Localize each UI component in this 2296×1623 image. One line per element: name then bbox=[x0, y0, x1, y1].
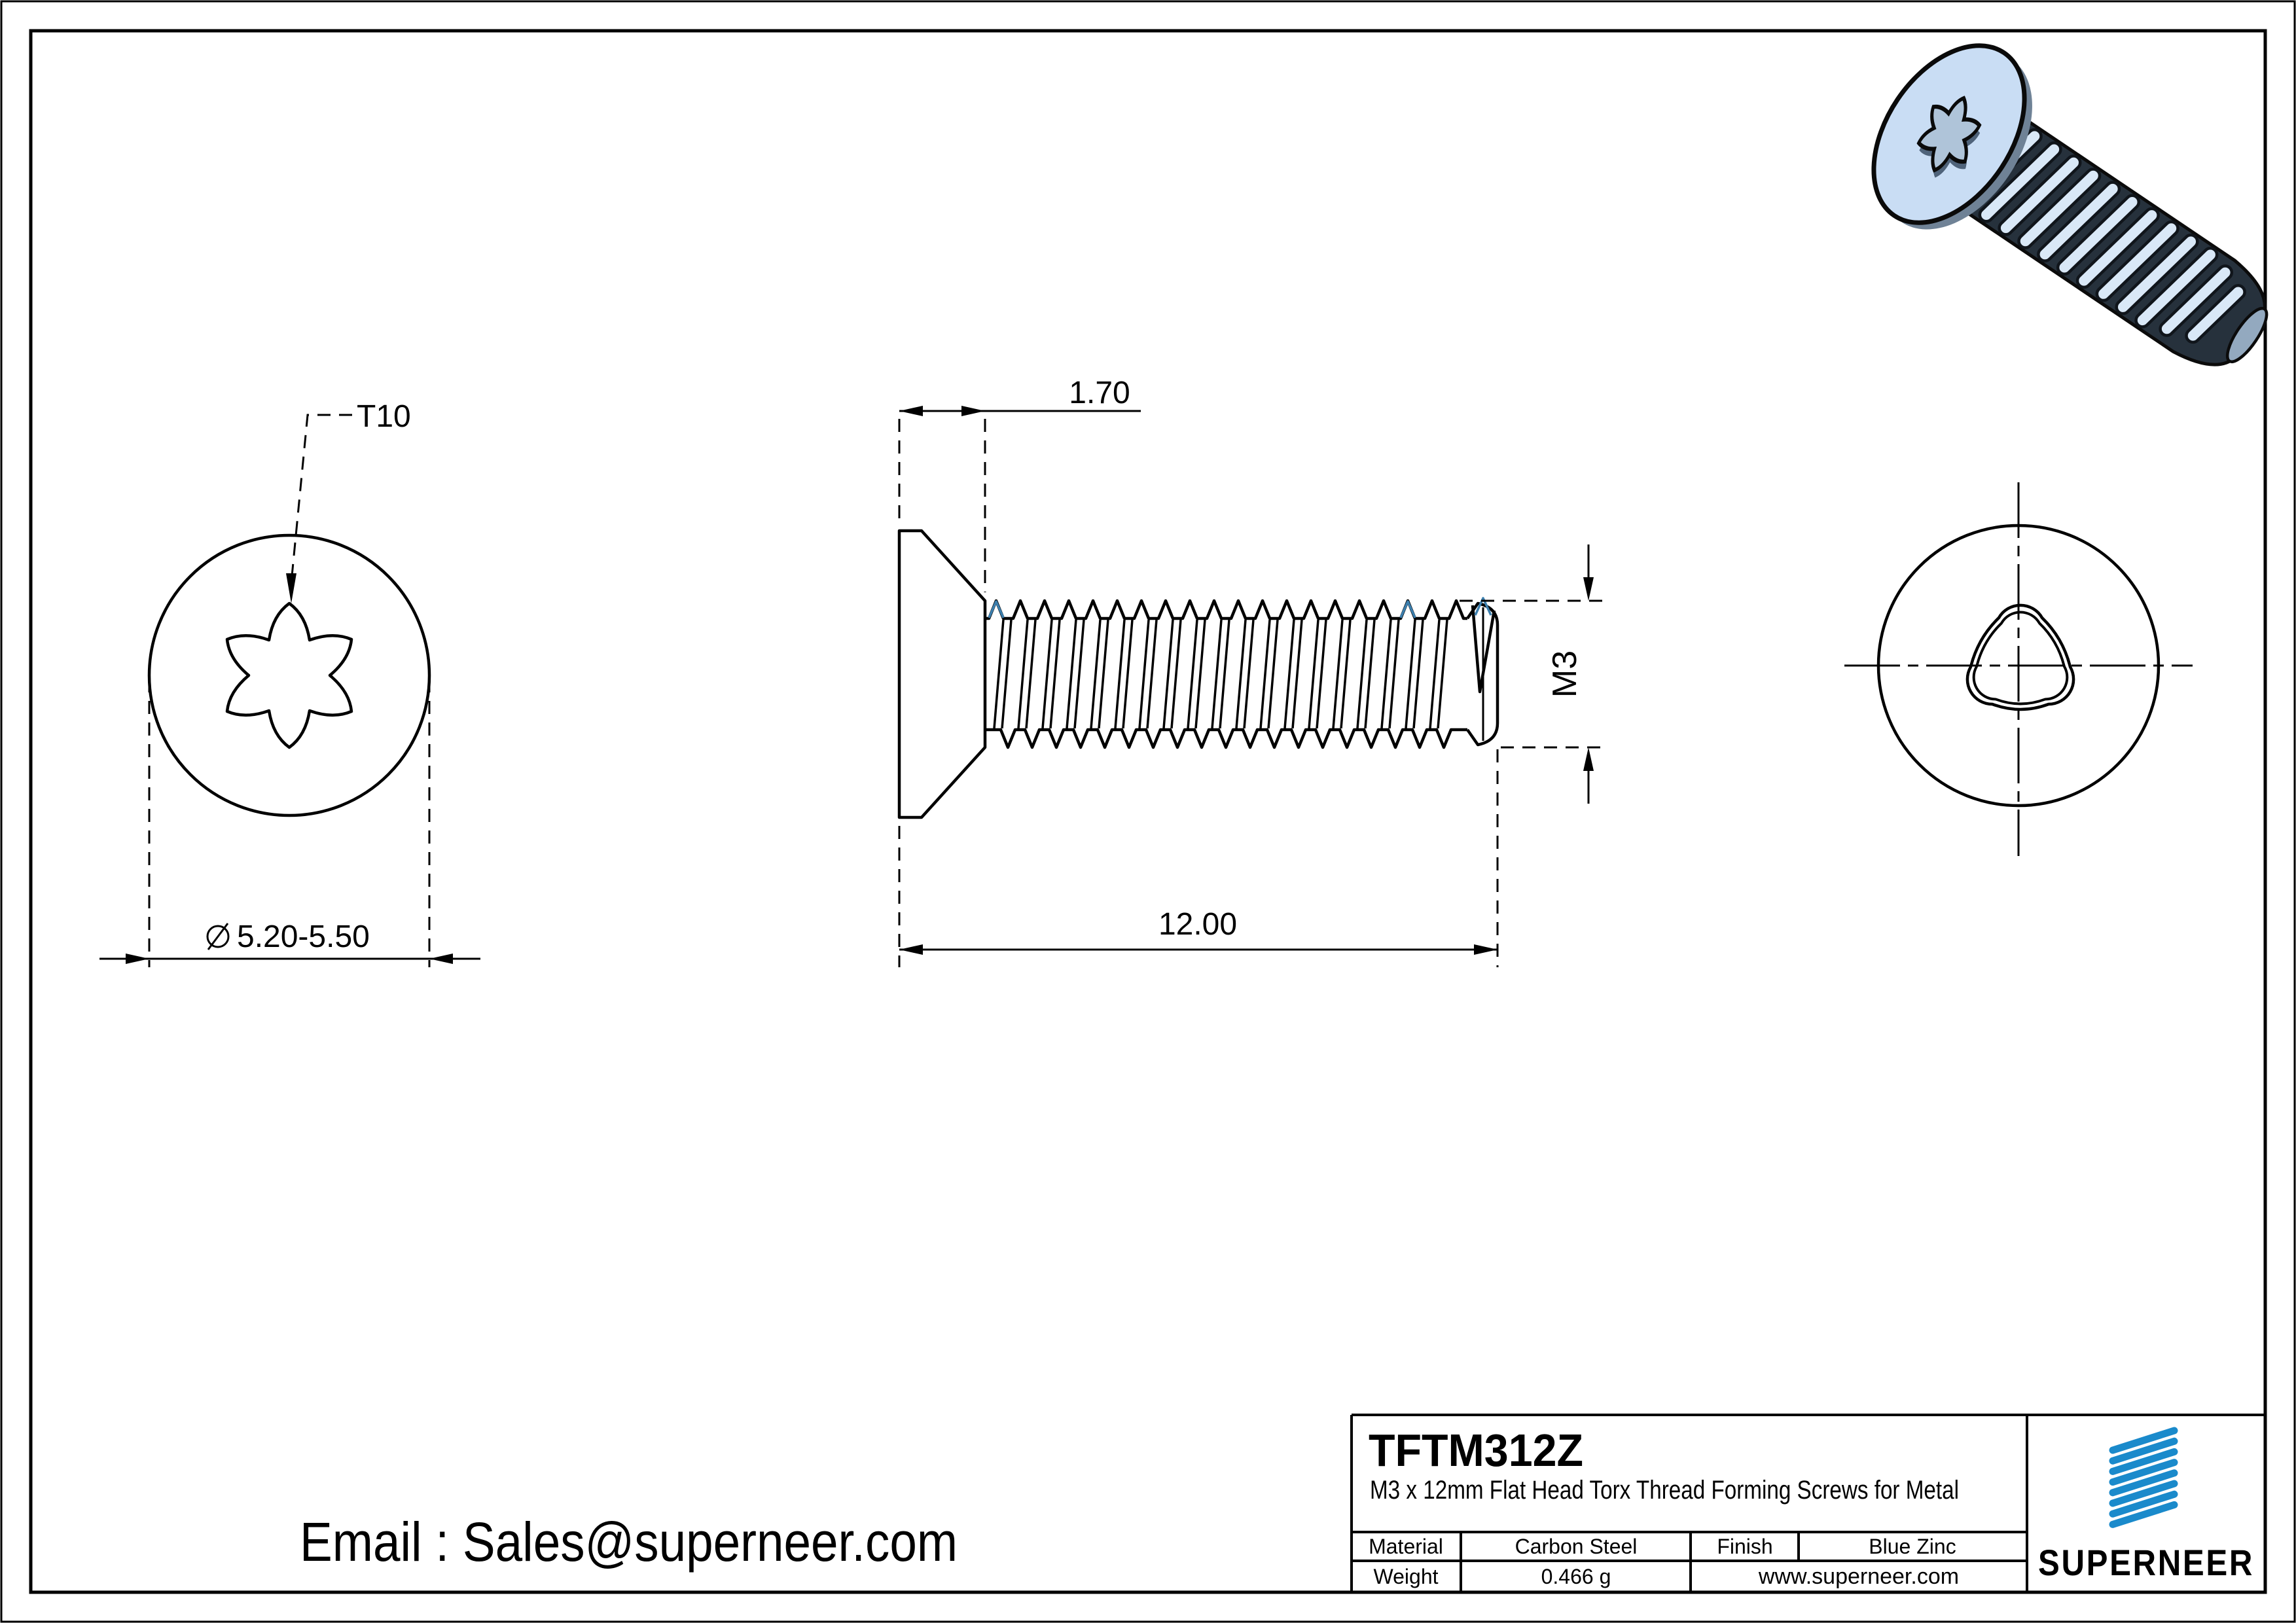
shank-outline-circle bbox=[1876, 524, 2161, 808]
head-height-extension-lines bbox=[898, 419, 986, 592]
diameter-extension-lines bbox=[148, 679, 431, 967]
material-label: Material bbox=[1369, 1535, 1443, 1558]
contact-email: Email : Sales@superneer.com bbox=[300, 1511, 958, 1573]
logo-stripe bbox=[2109, 1437, 2178, 1465]
finish-value: Blue Zinc bbox=[1869, 1535, 1956, 1558]
superneer-logo-icon bbox=[2109, 1427, 2178, 1528]
drive-size-label: T10 bbox=[357, 399, 411, 434]
head-height-value: 1.70 bbox=[1069, 376, 1130, 410]
screw-3d-thread-band bbox=[2037, 181, 2121, 262]
end-view-trilobular bbox=[1844, 482, 2193, 856]
part-number: TFTM312Z bbox=[1369, 1425, 1583, 1476]
screw-3d-thread-band bbox=[2185, 283, 2246, 344]
screw-3d-thread-band bbox=[2134, 247, 2219, 329]
screw-3d-thread-band bbox=[2115, 233, 2199, 315]
countersunk-head-profile bbox=[897, 529, 987, 819]
screw-3d-thread-band bbox=[2159, 264, 2234, 337]
drawing-frame bbox=[29, 29, 2267, 1594]
logo-stripe bbox=[2109, 1490, 2178, 1518]
logo-stripe bbox=[2109, 1480, 2178, 1507]
head-diameter-value: 5.20-5.50 bbox=[237, 919, 370, 954]
screw-3d-thread-band bbox=[2056, 194, 2141, 276]
thread-dia-arrow-top bbox=[1583, 577, 1594, 601]
title-block-grid bbox=[1350, 1414, 2265, 1592]
material-value: Carbon Steel bbox=[1515, 1535, 1638, 1558]
side-view-screw: 1.70 12.00 M3 bbox=[897, 376, 1602, 967]
head-height-arrow-right bbox=[961, 406, 985, 416]
thread-crest-bottom bbox=[985, 728, 1467, 749]
part-description: M3 x 12mm Flat Head Torx Thread Forming … bbox=[1370, 1476, 1959, 1505]
length-arrow-right bbox=[1474, 944, 1498, 955]
thread-size-value: M3 bbox=[1546, 651, 1584, 698]
diameter-symbol-icon bbox=[206, 923, 230, 950]
diameter-arrow-right bbox=[429, 954, 453, 964]
screw-3d-thread-band bbox=[1998, 154, 2082, 236]
screw-3d-tip bbox=[2225, 306, 2269, 364]
title-block: TFTM312Z M3 x 12mm Flat Head Torx Thread… bbox=[1350, 1414, 2265, 1592]
thread-runout bbox=[1471, 605, 1496, 694]
logo-stripe bbox=[2109, 1469, 2178, 1497]
logo-stripe bbox=[2109, 1448, 2178, 1475]
brand-name: SUPERNEER bbox=[2038, 1542, 2254, 1583]
thread-dia-arrow-bottom bbox=[1583, 747, 1594, 771]
weight-label: Weight bbox=[1373, 1565, 1438, 1588]
screw-3d-thread-band bbox=[1978, 141, 2062, 223]
front-view-head: T10 5.20-5.50 bbox=[99, 399, 480, 967]
head-outline-circle bbox=[147, 533, 431, 817]
head-height-arrow-left bbox=[899, 406, 923, 416]
finish-label: Finish bbox=[1717, 1535, 1772, 1558]
thread-crest-accents bbox=[988, 597, 1492, 618]
logo-stripe bbox=[2109, 1427, 2178, 1454]
length-extension-lines bbox=[898, 749, 1499, 967]
t10-leader-arrowhead bbox=[286, 573, 296, 603]
website-link[interactable]: www.superneer.com bbox=[1758, 1564, 1959, 1589]
length-value: 12.00 bbox=[1158, 907, 1237, 942]
thread-flank-lines bbox=[993, 619, 1448, 729]
logo-stripe bbox=[2109, 1459, 2178, 1486]
length-arrow-left bbox=[899, 944, 923, 955]
screw-3d-thread-band bbox=[2075, 207, 2160, 289]
thread-profile bbox=[985, 599, 1467, 749]
weight-value: 0.466 g bbox=[1541, 1565, 1611, 1588]
diameter-arrow-left bbox=[126, 954, 149, 964]
screw-3d-thread-band bbox=[2095, 220, 2179, 302]
logo-stripe bbox=[2109, 1501, 2178, 1528]
screw-3d-render bbox=[1871, 43, 2269, 366]
thread-dia-extension-lines bbox=[1460, 599, 1602, 749]
t10-leader-line bbox=[291, 414, 352, 577]
thread-crest-top bbox=[985, 599, 1467, 620]
screw-3d-thread-band bbox=[2017, 168, 2102, 249]
